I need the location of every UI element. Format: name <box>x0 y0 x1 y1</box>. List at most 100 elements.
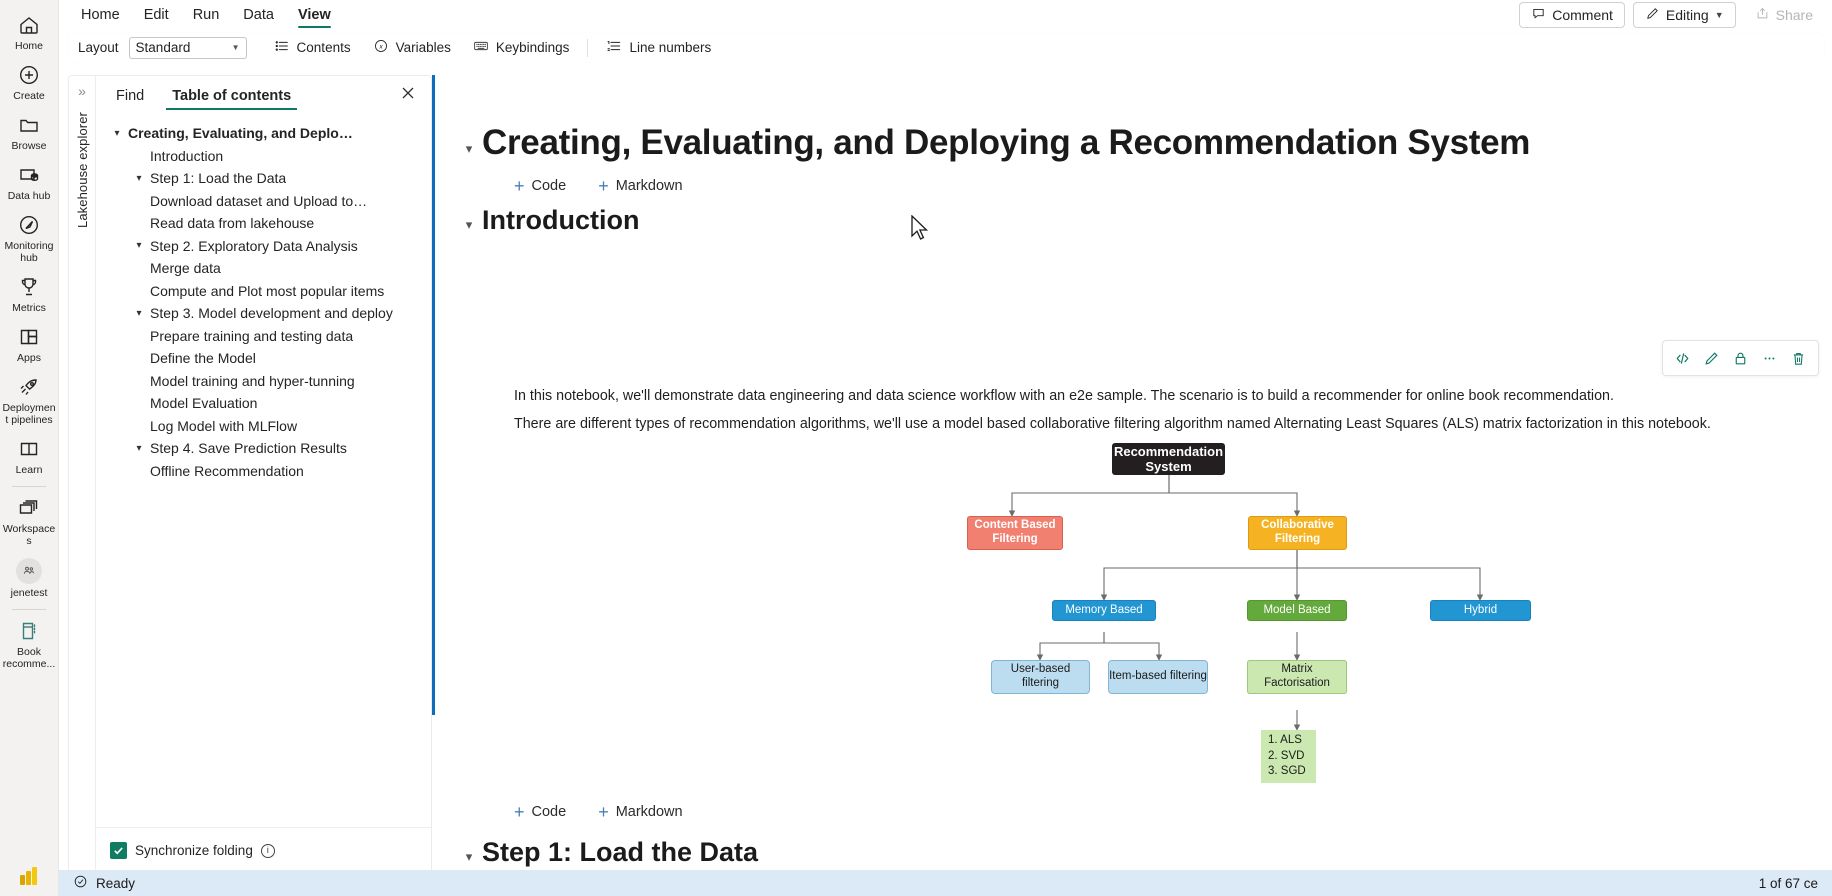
menu-data[interactable]: Data <box>243 7 274 23</box>
sidebar-item-home[interactable]: Home <box>0 6 59 56</box>
diagram-node-user-based: User-based filtering <box>991 660 1090 694</box>
sidebar-item-deployment-pipelines[interactable]: Deployment pipelines <box>0 368 59 430</box>
rocket-icon <box>17 375 41 399</box>
sidebar-item-apps[interactable]: Apps <box>0 318 59 368</box>
cell-toolbar <box>1662 340 1819 376</box>
data-hub-icon <box>17 163 41 187</box>
toc-item-6[interactable]: Merge data <box>96 257 431 280</box>
toc-item-3[interactable]: Download dataset and Upload to lakeh… <box>96 190 431 213</box>
sidebar-item-book-recommendation[interactable]: Book recomme... <box>0 612 59 674</box>
toc-item-label: Creating, Evaluating, and Deployin… <box>128 125 358 142</box>
sidebar-item-jenetest[interactable]: jenetest <box>0 551 59 603</box>
top-menu-bar: Home Edit Run Data View Comment <box>59 0 1832 30</box>
lock-icon[interactable] <box>1727 345 1754 371</box>
power-bi-logo[interactable] <box>0 857 59 892</box>
variables-button[interactable]: x Variables <box>363 35 461 60</box>
menu-bar: Home Edit Run Data View <box>59 0 343 30</box>
comment-button[interactable]: Comment <box>1519 2 1625 28</box>
info-icon[interactable]: i <box>260 843 275 858</box>
sidebar-item-monitoring-hub[interactable]: Monitoring hub <box>0 206 59 268</box>
toc-item-11[interactable]: Model training and hyper-tunning <box>96 370 431 393</box>
layout-select-value: Standard <box>135 40 191 55</box>
menu-run[interactable]: Run <box>192 7 220 23</box>
toc-item-4[interactable]: Read data from lakehouse <box>96 212 431 235</box>
toc-item-label: Model Evaluation <box>150 395 258 412</box>
expand-chevrons-icon[interactable]: » <box>78 83 86 99</box>
toc-item-8[interactable]: ▾ Step 3. Model development and deploy <box>96 302 431 325</box>
monitoring-hub-icon <box>17 213 41 237</box>
toc-item-12[interactable]: Model Evaluation <box>96 392 431 415</box>
home-icon <box>17 13 41 37</box>
contents-button[interactable]: Contents <box>264 35 361 60</box>
sidebar-item-jenetest-label: jenetest <box>10 587 48 599</box>
chevron-down-icon[interactable]: ▾ <box>465 216 473 232</box>
add-cell-row-top: + Code + Markdown <box>510 175 687 197</box>
more-ellipsis-icon[interactable] <box>1756 345 1783 371</box>
mouse-cursor <box>911 215 929 240</box>
plus-icon: + <box>514 176 525 196</box>
tab-table-of-contents[interactable]: Table of contents <box>166 77 298 115</box>
toc-item-5[interactable]: ▾ Step 2. Exploratory Data Analysis <box>96 235 431 258</box>
apps-icon <box>17 325 41 349</box>
diagram-node-model-based: Model Based <box>1247 600 1347 621</box>
editing-mode-button[interactable]: Editing ▼ <box>1632 2 1736 28</box>
toc-item-1[interactable]: Introduction <box>96 145 431 168</box>
menu-view[interactable]: View <box>286 0 343 30</box>
sidebar-item-deployment-pipelines-label: Deployment pipelines <box>2 402 56 426</box>
chevron-down-icon[interactable]: ▾ <box>136 172 142 184</box>
layout-select[interactable]: Standard ▼ <box>128 36 247 59</box>
sidebar-item-metrics[interactable]: Metrics <box>0 268 59 318</box>
toc-item-9[interactable]: Prepare training and testing data <box>96 325 431 348</box>
share-button[interactable]: Share <box>1743 2 1824 28</box>
sidebar-item-create[interactable]: Create <box>0 56 59 106</box>
line-numbers-button[interactable]: Line numbers <box>596 35 721 60</box>
keybindings-button[interactable]: Keybindings <box>463 35 580 60</box>
sidebar-item-data-hub[interactable]: Data hub <box>0 156 59 206</box>
toc-item-7[interactable]: Compute and Plot most popular items <box>96 280 431 303</box>
add-markdown-label: Markdown <box>615 804 683 820</box>
add-code-cell-button[interactable]: + Code <box>510 175 570 197</box>
trophy-icon <box>17 275 41 299</box>
synchronize-folding-checkbox[interactable] <box>110 842 127 859</box>
add-markdown-cell-button-2[interactable]: + Markdown <box>594 801 686 823</box>
sidebar-item-monitoring-hub-label: Monitoring hub <box>4 240 54 264</box>
edit-pencil-icon <box>1645 6 1660 24</box>
toc-item-0[interactable]: ▾ Creating, Evaluating, and Deployin… <box>96 122 431 145</box>
toc-item-13[interactable]: Log Model with MLFlow <box>96 415 431 438</box>
toc-item-10[interactable]: Define the Model <box>96 347 431 370</box>
page-title: Creating, Evaluating, and Deploying a Re… <box>482 123 1531 162</box>
lakehouse-explorer-label[interactable]: Lakehouse explorer <box>74 112 90 228</box>
code-view-icon[interactable] <box>1669 345 1696 371</box>
toc-item-15[interactable]: Offline Recommendation <box>96 460 431 483</box>
chevron-down-icon[interactable]: ▾ <box>136 307 142 319</box>
menu-edit[interactable]: Edit <box>143 7 169 23</box>
lakehouse-explorer-rail[interactable]: » Lakehouse explorer <box>69 76 96 873</box>
sidebar-item-workspaces[interactable]: Workspaces <box>0 489 59 551</box>
tab-find[interactable]: Find <box>116 88 145 104</box>
add-markdown-cell-button[interactable]: + Markdown <box>594 175 686 197</box>
chevron-down-icon[interactable]: ▾ <box>114 127 120 139</box>
view-ribbon-toolbar: Layout Standard ▼ Contents x Variabl <box>68 33 1824 62</box>
chevron-down-icon[interactable]: ▾ <box>136 240 142 252</box>
chevron-down-icon[interactable]: ▾ <box>465 848 473 864</box>
left-nav-rail: Home Create Browse <box>0 0 59 896</box>
toc-item-14[interactable]: ▾ Step 4. Save Prediction Results <box>96 437 431 460</box>
sidebar-item-data-hub-label: Data hub <box>7 190 51 202</box>
trash-icon[interactable] <box>1785 345 1812 371</box>
intro-heading-cell: ▾ Introduction <box>456 205 640 236</box>
chevron-down-icon: ▼ <box>1714 10 1724 20</box>
sidebar-item-learn[interactable]: Learn <box>0 430 59 480</box>
chevron-down-icon[interactable]: ▾ <box>136 442 142 454</box>
chevron-down-icon[interactable]: ▾ <box>465 141 473 157</box>
menu-home[interactable]: Home <box>81 7 120 23</box>
status-label: Ready <box>96 875 136 891</box>
toc-list: ▾ Creating, Evaluating, and Deployin… In… <box>96 116 431 827</box>
sidebar-item-browse[interactable]: Browse <box>0 106 59 156</box>
intro-paragraph-1: In this notebook, we'll demonstrate data… <box>514 388 1614 404</box>
add-code-cell-button-2[interactable]: + Code <box>510 801 570 823</box>
edit-pencil-icon[interactable] <box>1698 345 1725 371</box>
close-icon[interactable] <box>399 86 417 104</box>
toc-item-2[interactable]: ▾ Step 1: Load the Data <box>96 167 431 190</box>
diagram-node-memory-based: Memory Based <box>1052 600 1156 621</box>
